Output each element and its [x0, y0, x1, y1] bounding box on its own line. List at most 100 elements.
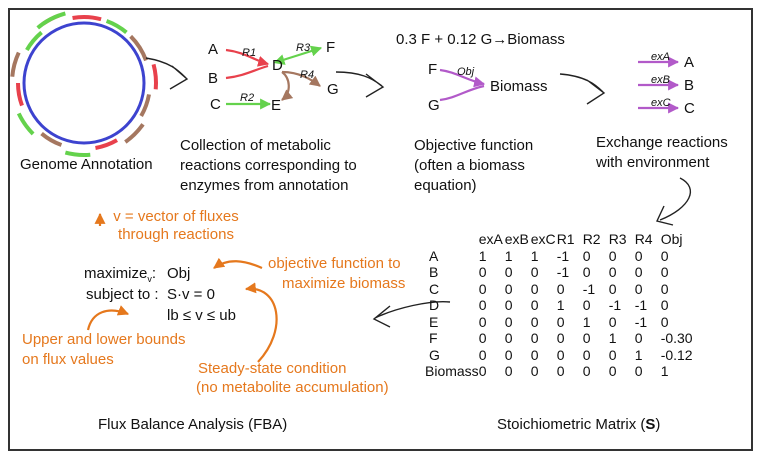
matrix-cell: 1	[556, 297, 565, 314]
matrix-cell: 0	[478, 264, 487, 281]
annotation-objective-1: objective function to	[268, 255, 401, 272]
caption-smatrix-prefix: Stoichiometric Matrix (	[497, 416, 646, 433]
annotation-bounds-1: Upper and lower bounds	[22, 331, 186, 348]
caption-genome: Genome Annotation	[20, 156, 153, 173]
metabolite-d: D	[272, 57, 283, 74]
matrix-cell: 0	[478, 330, 487, 347]
matrix-cell: 0	[504, 346, 513, 363]
matrix-cell: 1	[660, 363, 669, 380]
reaction-r1-from-b	[225, 64, 269, 80]
matrix-cell: 0	[530, 330, 539, 347]
figure-frame	[8, 8, 753, 451]
gene-arc	[72, 15, 102, 22]
matrix-cell: 0	[556, 346, 565, 363]
reaction-r3	[273, 45, 323, 65]
matrix-cell: 0	[504, 280, 513, 297]
maximize-subscript: v	[147, 274, 152, 284]
matrix-cell: 1	[582, 313, 591, 330]
matrix-cell: 0	[634, 280, 643, 297]
matrix-cell: 0	[634, 330, 643, 347]
matrix-cell: 0	[530, 363, 539, 380]
matrix-cell: 0	[660, 247, 669, 264]
objective-reaction-label: Obj	[457, 66, 475, 78]
matrix-cell: 0	[582, 330, 591, 347]
matrix-cell: 0	[582, 297, 591, 314]
annotation-vector-2: through reactions	[118, 226, 234, 243]
exchange-label-exc: exC	[651, 97, 671, 109]
exchange-metabolite-b: B	[684, 77, 695, 94]
matrix-column-header: exB	[504, 231, 529, 248]
exchange-label-exb: exB	[651, 74, 670, 86]
matrix-cell: 0	[634, 264, 643, 281]
caption-smatrix: Stoichiometric Matrix (S)	[497, 415, 660, 434]
caption-smatrix-bold: S	[645, 416, 656, 433]
caption-collection-3: enzymes from annotation	[180, 177, 349, 194]
matrix-cell: 0	[582, 346, 591, 363]
metabolite-g: G	[327, 81, 339, 98]
matrix-cell: 0	[582, 363, 591, 380]
fba-annotation-arrows	[86, 212, 278, 363]
fba-maximize: maximizev:	[84, 264, 156, 289]
process-arrow-3	[559, 73, 606, 105]
matrix-cell: 0	[608, 346, 617, 363]
matrix-corner	[425, 231, 479, 248]
metabolite-b: B	[208, 70, 219, 87]
matrix-cell: 0	[504, 330, 513, 347]
process-arrows	[145, 57, 692, 328]
matrix-row-label: G	[429, 346, 440, 363]
gene-arc	[64, 150, 91, 157]
matrix-column-header: exC	[530, 231, 556, 248]
annotation-steady-1: Steady-state condition	[198, 360, 347, 377]
matrix-cell: 0	[608, 247, 617, 264]
reaction-r1-from-a	[225, 48, 270, 67]
gene-arcs	[10, 11, 158, 157]
caption-collection-1: Collection of metabolic	[180, 137, 331, 154]
metabolite-a: A	[208, 41, 219, 58]
matrix-cell: -1	[608, 297, 622, 314]
exchange-reactions	[638, 56, 680, 114]
matrix-row-label: F	[429, 330, 438, 347]
matrix-column-header: exA	[478, 231, 503, 248]
metabolite-f: F	[326, 39, 336, 56]
fba-constraint-steady: S·v = 0	[167, 286, 215, 303]
matrix-cell: -1	[582, 280, 596, 297]
matrix-cell: 1	[478, 247, 487, 264]
matrix-cell: 0	[530, 264, 539, 281]
matrix-cell: 1	[504, 247, 513, 264]
gene-arc	[95, 138, 118, 150]
gene-arc	[16, 82, 24, 107]
reaction-label-r2: R2	[240, 92, 255, 104]
matrix-cell: 1	[634, 346, 643, 363]
caption-objective-1: Objective function	[414, 137, 534, 154]
matrix-row-label: B	[429, 264, 439, 281]
gene-arc	[139, 94, 151, 117]
caption-smatrix-suffix: )	[655, 416, 661, 433]
objective-annotation-arrow	[213, 257, 263, 270]
matrix-cell: -0.30	[660, 330, 693, 347]
reaction-label-r1: R1	[242, 47, 257, 59]
matrix-cell: 0	[660, 280, 669, 297]
matrix-cell: 0	[660, 297, 669, 314]
matrix-cell: 0	[608, 313, 617, 330]
objective-product: Biomass	[490, 78, 548, 95]
annotation-vector-1: v = vector of fluxes	[113, 208, 239, 225]
caption-fba: Flux Balance Analysis (FBA)	[98, 416, 288, 433]
matrix-cell: 0	[556, 330, 565, 347]
matrix-row-label: C	[429, 280, 440, 297]
matrix-cell: 0	[478, 363, 487, 380]
matrix-cell: 1	[530, 247, 539, 264]
gene-arc	[105, 19, 128, 35]
matrix-cell: 0	[634, 363, 643, 380]
matrix-cell: 0	[478, 297, 487, 314]
exchange-metabolite-c: C	[684, 100, 695, 117]
matrix-cell: -1	[634, 313, 648, 330]
gene-arc	[36, 11, 66, 30]
matrix-cell: 0	[530, 280, 539, 297]
matrix-row-label: Biomass	[425, 363, 479, 380]
annotation-objective-2: maximize biomass	[282, 275, 406, 292]
